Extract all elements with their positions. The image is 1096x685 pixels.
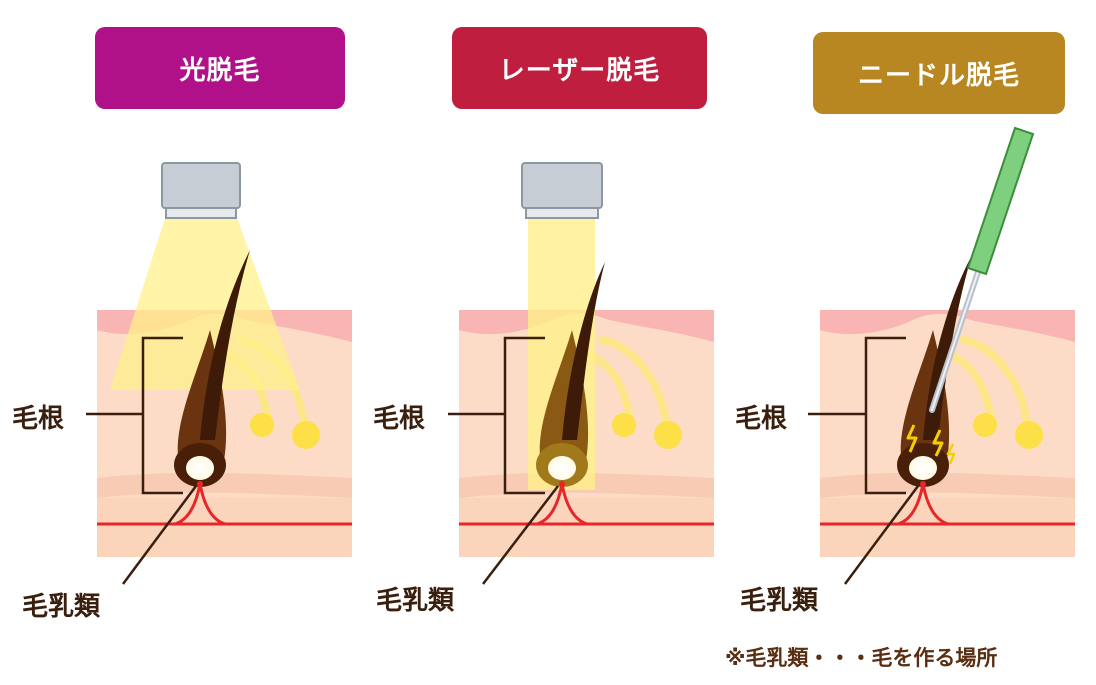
papilla-pointer [482, 485, 559, 585]
light-beam [110, 218, 300, 390]
papilla-vessel-dot [559, 481, 565, 487]
sebaceous-gland [250, 413, 274, 437]
spark-icon [946, 443, 956, 465]
panel-ipl [86, 162, 352, 585]
sebaceous-gland [612, 413, 636, 437]
spark-icon [906, 424, 918, 453]
light-device-tip [165, 207, 237, 219]
skin-surface [820, 310, 1075, 342]
label-papilla-laser: 毛乳類 [376, 586, 455, 616]
needle-shaft-highlight [931, 271, 979, 411]
needle-grip [966, 126, 1035, 276]
fat-layer [820, 498, 1075, 557]
papilla-vessel-dot [197, 481, 203, 487]
sebaceous-gland [1015, 421, 1043, 449]
dermal-papilla [909, 456, 937, 480]
label-hair-root-ipl: 毛根 [12, 404, 65, 434]
label-papilla-ipl: 毛乳類 [22, 592, 101, 622]
root-bracket [864, 336, 906, 495]
dermal-papilla [186, 456, 214, 480]
panel-needle [808, 126, 1075, 585]
sebaceous-gland [654, 421, 682, 449]
hair-shaft [200, 250, 250, 440]
label-papilla-needle: 毛乳類 [740, 586, 819, 616]
sebaceous-duct [598, 336, 671, 434]
sebaceous-gland [292, 421, 320, 449]
spark-icon [932, 429, 944, 457]
light-device [161, 162, 241, 209]
dermal-papilla [548, 456, 576, 480]
title-text-ipl: 光脱毛 [179, 55, 261, 86]
label-hair-root-laser: 毛根 [373, 404, 426, 434]
title-text-needle: ニードル脱毛 [857, 60, 1020, 91]
root-bracket [503, 336, 545, 495]
hair-shaft [562, 262, 605, 440]
title-badge-needle: ニードル脱毛 [813, 32, 1065, 114]
title-badge-laser: レーザー脱毛 [452, 27, 707, 109]
skin-band [97, 472, 352, 498]
label-hair-root-needle: 毛根 [735, 404, 788, 434]
skin-surface [459, 310, 714, 342]
sebaceous-duct [959, 336, 1032, 434]
panel-laser [448, 162, 714, 585]
laser-device-tip [525, 207, 599, 219]
laser-device [521, 162, 603, 209]
papilla-pointer [121, 485, 198, 585]
title-badge-ipl: 光脱毛 [95, 27, 345, 109]
fat-layer [97, 498, 352, 557]
fat-layer [459, 498, 714, 557]
title-text-laser: レーザー脱毛 [498, 55, 661, 86]
root-bracket [141, 336, 183, 495]
skin-band [820, 472, 1075, 498]
papilla-pointer [843, 485, 920, 585]
papilla-vessel-dot [920, 481, 926, 487]
sebaceous-gland [973, 413, 997, 437]
footnote: ※毛乳類・・・毛を作る場所 [725, 646, 998, 670]
